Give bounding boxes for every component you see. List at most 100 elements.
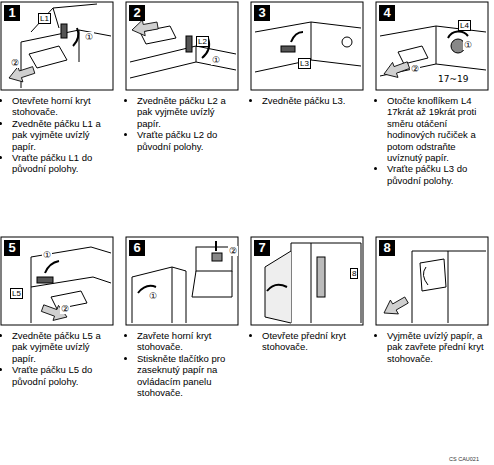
step-instructions: Zvedněte páčku L5 a pak vyjměte uvízlý p… <box>1 330 113 387</box>
front-door <box>265 251 291 323</box>
panel-frame <box>1 2 113 90</box>
step-instructions: Vyjměte uvízlý papír, a pak zavřete před… <box>376 330 488 364</box>
panel-frame <box>376 2 488 90</box>
callout-label: ① <box>84 32 94 42</box>
button <box>212 253 222 261</box>
step-panel: 6Zavřete horní kryt stohovače.Stiskněte … <box>126 237 238 398</box>
inner-part <box>317 257 325 297</box>
instruction-text: Zvedněte páčku L5 a pak vyjměte uvízlý p… <box>12 330 113 364</box>
callout-label: ① <box>463 40 473 50</box>
press-arrow <box>215 241 217 251</box>
step-number: 4 <box>379 5 395 21</box>
roller <box>342 37 352 47</box>
step-panel: 8Vyjměte uvízlý papír, a pak zavřete pře… <box>376 237 488 364</box>
instruction-text: Zvedněte páčku L2 a pak vyjměte uvízlý p… <box>137 95 238 129</box>
callout-label: ① <box>211 55 221 65</box>
instruction-text: Vraťte páčku L2 do původní polohy. <box>137 129 238 152</box>
panel-frame <box>1 237 113 325</box>
callout-label: ② <box>228 246 238 256</box>
instruction-text: Zvedněte páčku L1 a pak vyjměte uvízlý p… <box>12 118 113 152</box>
step-panel: 2Zvedněte páčku L2 a pak vyjměte uvízlý … <box>126 2 238 152</box>
step-instructions: Zvedněte páčku L2 a pak vyjměte uvízlý p… <box>126 95 238 152</box>
control-panel <box>196 247 232 271</box>
machine-outline <box>412 251 486 323</box>
callout-label: ② <box>10 58 20 68</box>
instruction-text: Vraťte páčku L1 do původní polohy. <box>12 152 113 175</box>
step-illustration <box>251 2 363 90</box>
step-illustration <box>126 2 238 90</box>
arrow <box>381 58 411 82</box>
step-instructions: Otevřete přední kryt stohovače. <box>251 330 363 353</box>
instruction-text: Otočte knoflíkem L4 17krát až 19krát pro… <box>387 95 488 163</box>
figure-code: CS CAU021 <box>448 456 480 462</box>
callout-label: L2 <box>196 36 209 47</box>
step-illustration <box>376 2 488 90</box>
callout-label: L5 <box>10 288 23 299</box>
turn-arrow <box>448 32 468 38</box>
machine-outline <box>192 271 232 297</box>
step-panel: 4Otočte knoflíkem L4 17krát až 19krát pr… <box>376 2 488 186</box>
callout-label: ② <box>410 64 420 74</box>
step-instructions: Zavřete horní kryt stohovače.Stiskněte t… <box>126 330 238 398</box>
step-number: 5 <box>4 240 20 256</box>
panel-frame <box>251 2 363 90</box>
panel-frame <box>126 237 238 325</box>
instruction-text: Vraťte páčku L5 do původní polohy. <box>12 364 113 387</box>
lever <box>61 24 67 38</box>
paper <box>29 46 67 68</box>
step-panel: 1Otevřete horní kryt stohovače.Zvedněte … <box>1 2 113 175</box>
step-illustration <box>376 237 488 325</box>
callout-label: 17~19 <box>437 74 469 84</box>
paper <box>398 46 428 64</box>
step-illustration <box>1 2 113 90</box>
step-number: 3 <box>254 5 270 21</box>
callout-label: 8 <box>350 268 358 279</box>
step-instructions: Otevřete horní kryt stohovače.Zvedněte p… <box>1 95 113 175</box>
step-number: 2 <box>129 5 145 21</box>
instruction-text: Stiskněte tlačítko pro zaseknutý papír n… <box>137 353 238 399</box>
lever <box>37 277 53 283</box>
callout-label: L3 <box>298 58 311 69</box>
lever <box>186 36 192 52</box>
instruction-text: Vraťte páčku L3 do původní polohy. <box>387 163 488 186</box>
lever <box>281 46 295 52</box>
panel-frame <box>376 237 488 325</box>
lever-arrow <box>291 32 303 42</box>
step-illustration <box>251 237 363 325</box>
panel-frame <box>251 237 363 325</box>
callout-label: L1 <box>38 13 51 24</box>
callout-label: ① <box>42 250 52 260</box>
callout-label: L4 <box>458 20 471 31</box>
step-number: 1 <box>4 5 20 21</box>
hand <box>423 267 428 285</box>
arrow <box>40 301 70 325</box>
instruction-text: Zvedněte páčku L3. <box>262 95 363 106</box>
instruction-text: Otevřete horní kryt stohovače. <box>12 95 113 118</box>
lever-arrow <box>45 261 59 273</box>
callout-label: ① <box>148 291 158 301</box>
open-arrow <box>267 285 287 291</box>
step-illustration <box>126 237 238 325</box>
step-number: 6 <box>129 240 145 256</box>
step-panel: 7Otevřete přední kryt stohovače. <box>251 237 363 353</box>
step-panel: 3Zvedněte páčku L3. <box>251 2 363 106</box>
step-instructions: Zvedněte páčku L3. <box>251 95 363 106</box>
lever-arrow <box>73 28 78 46</box>
instruction-text: Zavřete horní kryt stohovače. <box>137 330 238 353</box>
machine-outline <box>21 30 111 88</box>
step-number: 7 <box>254 240 270 256</box>
step-illustration <box>1 237 113 325</box>
step-instructions: Otočte knoflíkem L4 17krát až 19krát pro… <box>376 95 488 186</box>
panel-frame <box>126 2 238 90</box>
machine-outline <box>291 243 361 323</box>
callout-label: ② <box>60 304 70 314</box>
machine-outline <box>255 22 361 72</box>
arrow <box>380 293 411 320</box>
machine-outline <box>130 46 236 78</box>
step-number: 8 <box>379 240 395 256</box>
machine-outline <box>132 267 186 323</box>
instruction-text: Otevřete přední kryt stohovače. <box>262 330 363 353</box>
instruction-text: Vyjměte uvízlý papír, a pak zavřete před… <box>387 330 488 364</box>
paper <box>420 259 446 291</box>
